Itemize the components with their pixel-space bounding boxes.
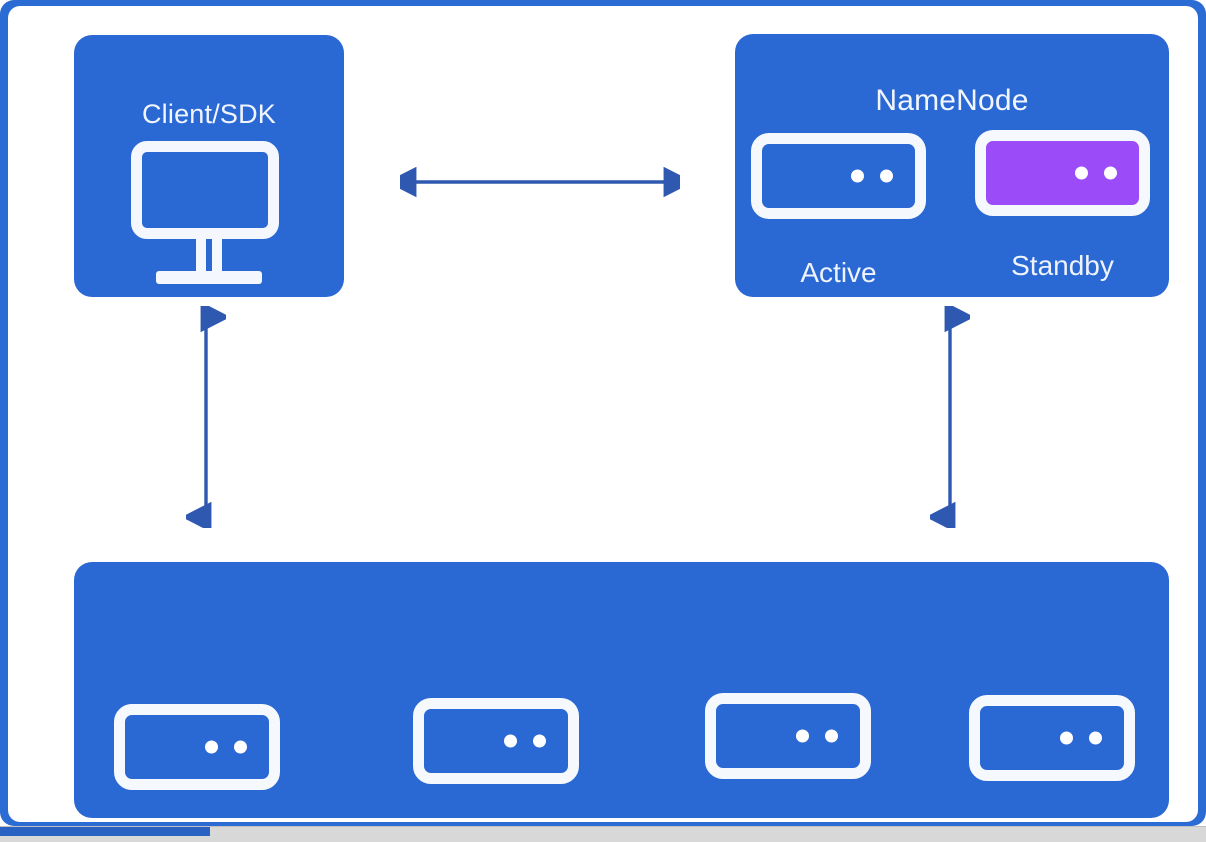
server-dot <box>504 734 517 748</box>
scrollbar-thumb[interactable] <box>0 827 210 836</box>
namenode-standby-node[interactable]: Standby <box>975 130 1150 281</box>
datanode-node-row <box>74 562 1169 818</box>
server-dot <box>205 740 218 754</box>
server-dot <box>533 734 546 748</box>
monitor-screen <box>131 141 279 239</box>
server-status-dots <box>1060 731 1102 745</box>
client-sdk-title: Client/SDK <box>141 99 277 129</box>
client-sdk-panel[interactable]: Client/SDK <box>74 35 344 297</box>
server-icon <box>114 704 280 790</box>
namenode-active-label: Active <box>800 257 877 288</box>
namenode-standby-label: Standby <box>1011 250 1114 281</box>
diagram-canvas: Client/SDK NameNode Active <box>8 6 1198 822</box>
double-arrow-vertical-icon <box>930 306 970 528</box>
double-arrow-vertical-icon <box>186 306 226 528</box>
server-status-dots <box>205 740 247 754</box>
horizontal-scrollbar[interactable] <box>0 826 1206 842</box>
server-dot <box>1060 731 1073 745</box>
datanode-node[interactable] <box>969 695 1135 781</box>
monitor-base <box>156 271 262 284</box>
server-status-dots <box>851 169 893 183</box>
datanode-node[interactable] <box>705 693 871 779</box>
server-icon <box>969 695 1135 781</box>
double-arrow-horizontal-icon <box>400 166 680 198</box>
server-status-dots <box>1075 166 1117 180</box>
namenode-active-node[interactable]: Active <box>751 133 926 288</box>
server-dot <box>1104 166 1117 180</box>
server-dot <box>880 169 893 183</box>
server-dot <box>851 169 864 183</box>
monitor-icon <box>131 141 287 287</box>
namenode-panel[interactable]: NameNode Active Standby <box>735 34 1169 297</box>
server-dot <box>825 729 838 743</box>
namenode-title: NameNode <box>875 84 1029 117</box>
server-icon <box>751 133 926 219</box>
server-status-dots <box>504 734 546 748</box>
server-dot <box>234 740 247 754</box>
server-icon <box>705 693 871 779</box>
server-status-dots <box>796 729 838 743</box>
datanode-node[interactable] <box>413 698 579 784</box>
server-icon <box>975 130 1150 216</box>
datanode-node[interactable] <box>114 704 280 790</box>
datanode-panel[interactable]: DataNode <box>74 562 1169 818</box>
server-dot <box>1075 166 1088 180</box>
monitor-neck <box>196 239 222 273</box>
server-icon <box>413 698 579 784</box>
server-dot <box>796 729 809 743</box>
server-dot <box>1089 731 1102 745</box>
